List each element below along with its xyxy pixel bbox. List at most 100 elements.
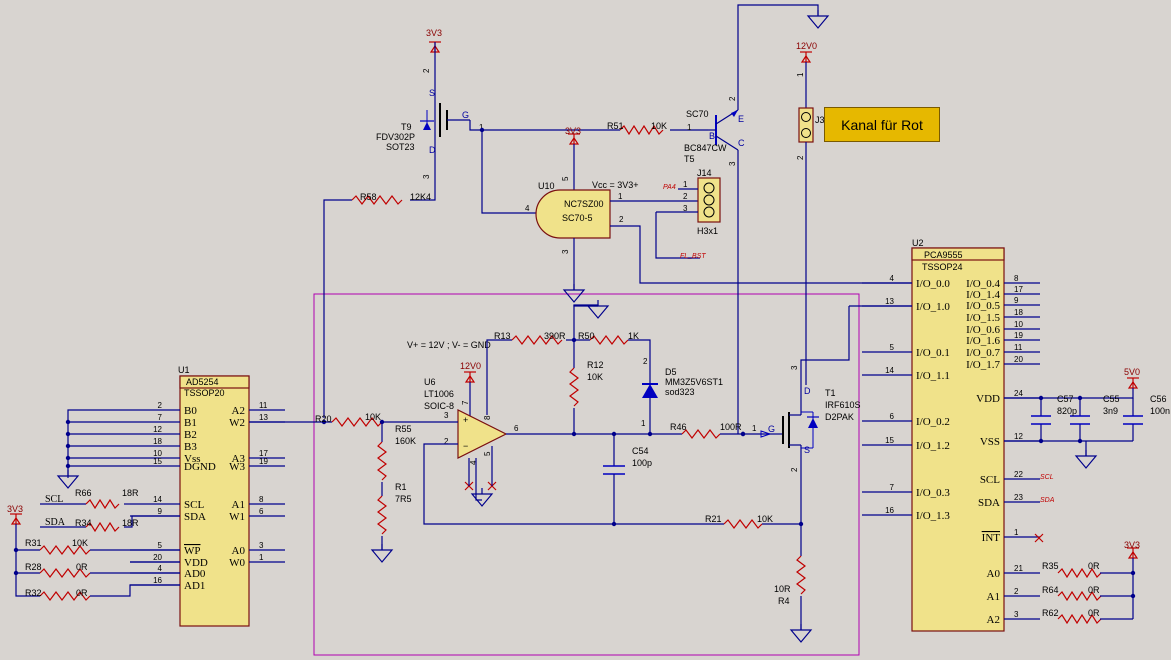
svg-text:1: 1 [618, 192, 623, 201]
u1-package: TSSOP20 [184, 388, 225, 398]
u1-pin-name: W1 [229, 511, 245, 523]
svg-text:3: 3 [561, 249, 570, 254]
u1-pin-name: AD0 [184, 568, 206, 580]
j3-supply-label: 12V0 [796, 41, 817, 51]
u1-pin-name: SCL [184, 499, 204, 511]
r21-value: 10K [757, 514, 773, 524]
u2-pin-10: 10I/O_0.6 [966, 320, 1040, 336]
u2-pin-number: 23 [1014, 493, 1023, 502]
u10-vcc-note: Vcc = 3V3+ [592, 180, 639, 190]
u2-pin-number: 15 [885, 436, 894, 445]
u2-pin-number: 8 [1014, 274, 1019, 283]
r58-value: 12K4 [410, 192, 431, 202]
c57-value: 820p [1057, 406, 1077, 416]
u2-pin-9: 9I/O_0.5 [966, 296, 1040, 312]
u1-pin-name: W2 [229, 417, 245, 429]
u2-pin-name: I/O_1.4 [966, 289, 1000, 301]
t5-package: SC70 [686, 109, 709, 119]
t9-value: FDV302P [376, 132, 415, 142]
r50-right-wire [628, 339, 651, 360]
net-pa4: PA4 [663, 184, 676, 191]
u2-pin-name: A0 [987, 568, 1001, 580]
r46-ref: R46 [670, 422, 687, 432]
u2-pin-number: 10 [1014, 320, 1023, 329]
t1-drain-wire [800, 359, 806, 385]
u6-nc-marks [464, 481, 497, 491]
u2-pin-number: 13 [885, 297, 894, 306]
r21-ref: R21 [705, 514, 722, 524]
u6-supply-label: 12V0 [460, 361, 481, 371]
u1-pin-number: 2 [158, 401, 163, 410]
svg-text:2: 2 [643, 357, 648, 366]
u1-pin-number: 14 [153, 495, 162, 504]
t9-drain-wire [410, 160, 436, 201]
u2-pin-name: INT [982, 532, 1001, 544]
u1-pin-number: 15 [153, 457, 162, 466]
opamp-supply-note: V+ = 12V ; V- = GND [407, 340, 491, 350]
t5-value: BC847CW [684, 143, 727, 153]
r35-value: 0R [1088, 561, 1100, 571]
u1-3v3-bus [15, 524, 40, 597]
u1-pin-name: A2 [232, 405, 245, 417]
r4-ref: R4 [778, 596, 790, 606]
svg-text:3: 3 [790, 365, 799, 370]
u1-pin-number: 18 [153, 437, 162, 446]
u2-pin-name: I/O_1.7 [966, 359, 1000, 371]
u1-pin-number: 13 [259, 413, 268, 422]
u2-pin-number: 17 [1014, 285, 1023, 294]
svg-text:2: 2 [683, 192, 688, 201]
u1-pin-name: AD1 [184, 580, 205, 592]
u2-pin-number: 24 [1014, 389, 1023, 398]
u1-supply-label: 3V3 [7, 504, 23, 514]
svg-text:C: C [738, 138, 745, 148]
svg-text:6: 6 [514, 424, 519, 433]
r50-resistor [589, 335, 629, 345]
u1-pin-3: 3A0 [232, 541, 285, 557]
r64-value: 0R [1088, 585, 1100, 595]
u1-pin-number: 8 [259, 495, 264, 504]
u1-pin-name: A3 [232, 453, 246, 465]
u1-pin-number: 9 [158, 507, 163, 516]
d5-value: MM3Z5V6ST1 [665, 377, 723, 387]
u1-ref: U1 [178, 365, 190, 375]
r64-ref: R64 [1042, 585, 1059, 595]
c57-ref: C57 [1057, 394, 1074, 404]
feedback-wire [423, 443, 724, 525]
u2-pin-8: 8I/O_0.4 [966, 274, 1040, 290]
u2-pin-name: I/O_1.3 [916, 510, 950, 522]
svg-text:1: 1 [752, 424, 757, 433]
r20-resistor [331, 417, 383, 427]
u10-value: NC7SZ00 [564, 199, 604, 209]
u1-gnd-bus [67, 409, 130, 478]
r58-ref: R58 [360, 192, 377, 202]
svg-text:4: 4 [469, 460, 478, 465]
svg-text:1: 1 [683, 180, 688, 189]
u1-pin-1: 1W0 [229, 553, 285, 569]
u2-pin-name: I/O_0.7 [966, 347, 1000, 359]
u2-pin-number: 21 [1014, 564, 1023, 573]
u1-pin-name: DGND [184, 461, 216, 473]
u10-ref: U10 [538, 181, 555, 191]
u1-pin-11: 11 A2 [232, 401, 285, 417]
u2-pin-name: A2 [987, 614, 1000, 626]
r34-resistor [85, 521, 120, 533]
r13-left-wire [486, 339, 512, 415]
u2-pin-11: 11I/O_0.7 [966, 343, 1040, 359]
u1-pin-number: 11 [259, 401, 268, 410]
r21-resistor [723, 519, 763, 529]
u1-pin-number: 7 [158, 413, 163, 422]
svg-text:D: D [429, 145, 436, 155]
r12-ref: R12 [587, 360, 604, 370]
u2-pin-name: VSS [980, 436, 1000, 448]
svg-text:1: 1 [687, 123, 692, 132]
r51-resistor [619, 124, 664, 136]
d5-package: sod323 [665, 387, 695, 397]
u1-sda-net: SDA [45, 517, 66, 528]
svg-text:1: 1 [641, 419, 646, 428]
r64-resistor [1057, 590, 1102, 602]
t1-ref: T1 [825, 388, 836, 398]
